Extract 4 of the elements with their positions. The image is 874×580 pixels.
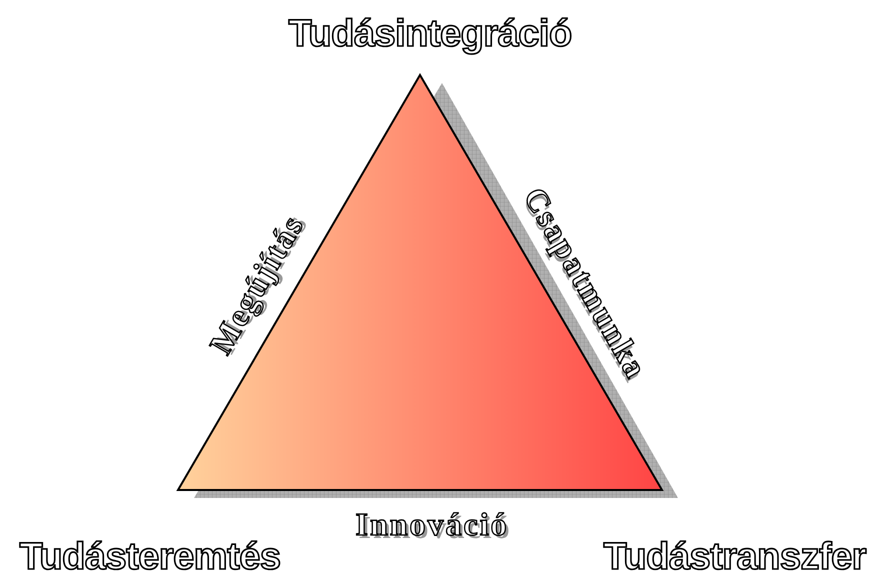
corner-label: Tudástranszfer [604,538,866,576]
corner-label: Tudásintegráció [288,15,572,53]
side-label: Innováció [356,508,509,540]
corner-label: Tudásteremtés [20,538,281,576]
